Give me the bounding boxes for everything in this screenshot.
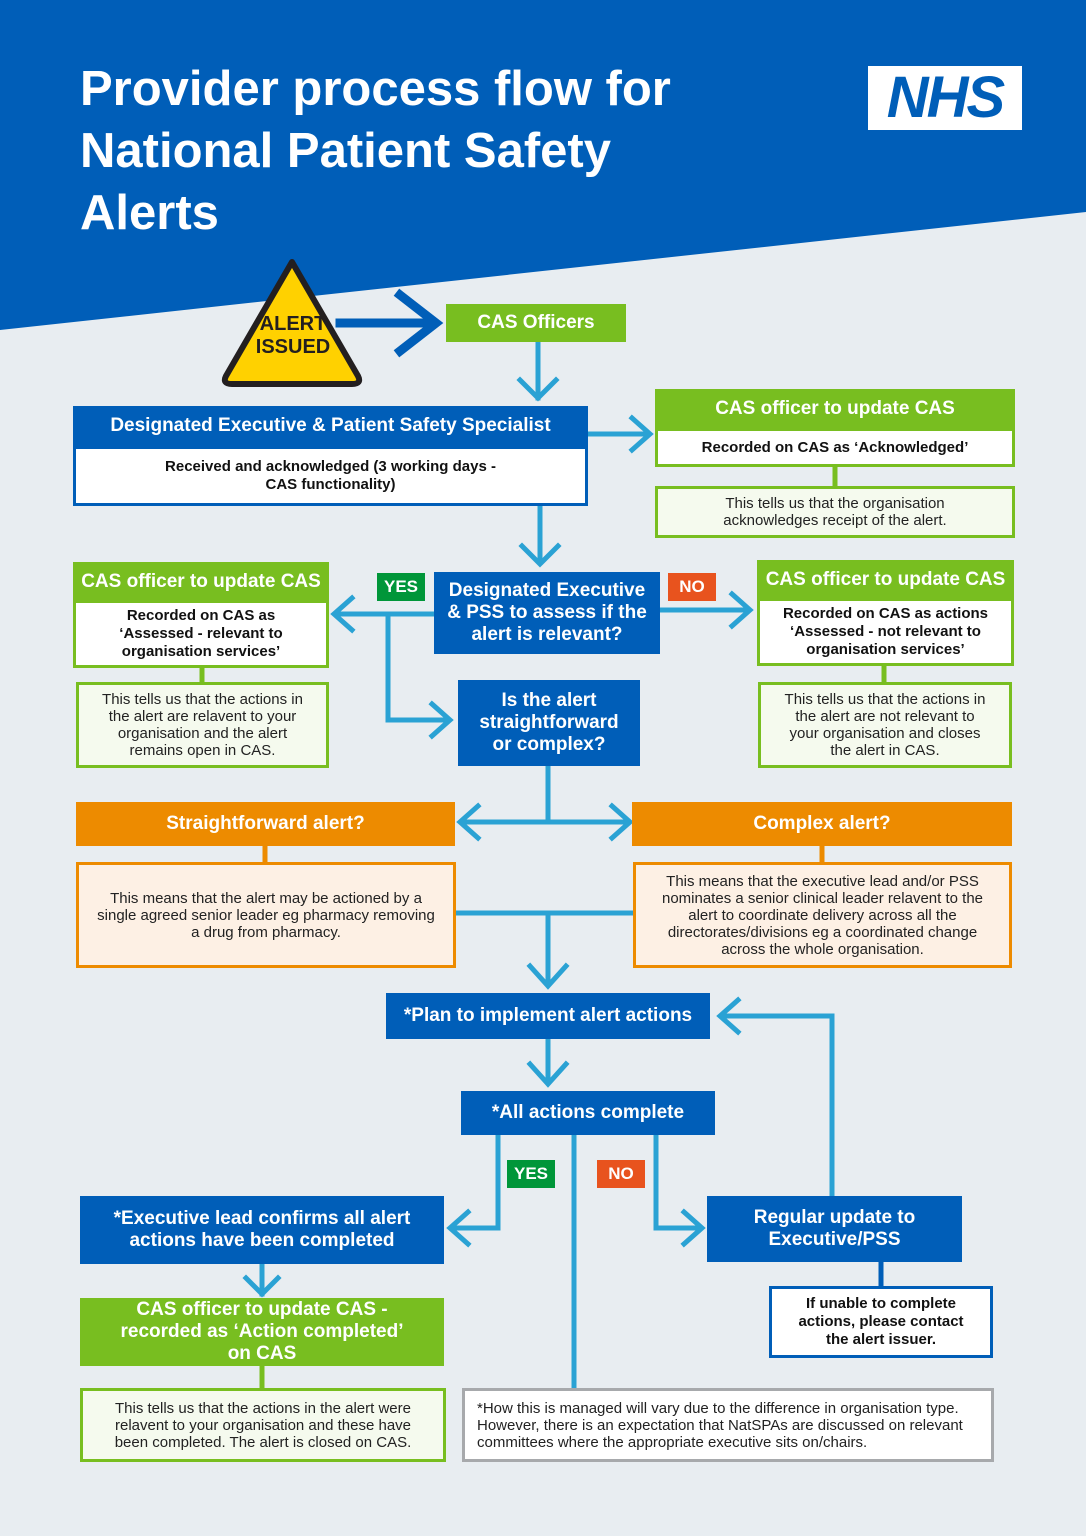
no-badge-1: NO: [668, 573, 716, 601]
alert-issued-line-1: ALERT: [259, 313, 327, 335]
nhs-logo-text: NHS: [886, 65, 1005, 130]
alert-issued-label: ALERT ISSUED: [238, 313, 348, 359]
arrow-complete-no: [653, 1133, 706, 1248]
designated-exec-body: Received and acknowledged (3 working day…: [73, 446, 588, 506]
nhs-logo: NHS: [868, 66, 1022, 130]
alert-issued-line-2: ISSUED: [255, 336, 331, 358]
relevant-title: CAS officer to update CAS: [73, 562, 329, 602]
arrow-complete-yes: [446, 1133, 501, 1248]
yes-badge-2: YES: [507, 1160, 555, 1188]
arrow-cas-down: [516, 339, 560, 402]
exec-confirms-box: *Executive lead confirms all alert actio…: [80, 1196, 444, 1264]
arrow-yes-left: [330, 594, 437, 634]
complex-note: This means that the executive lead and/o…: [633, 862, 1012, 968]
footnote: *How this is managed will vary due to th…: [462, 1388, 994, 1462]
arrow-yes-to-question: [385, 611, 454, 740]
cas-officers-box: CAS Officers: [446, 304, 626, 342]
relevant-body: Recorded on CAS as ‘Assessed - relevant …: [73, 600, 329, 668]
all-actions-complete-box: *All actions complete: [461, 1091, 715, 1135]
completed-note: This tells us that the actions in the al…: [80, 1388, 446, 1462]
ack-body: Recorded on CAS as ‘Acknowledged’: [655, 428, 1015, 467]
title-line-2: National Patient Safety: [80, 124, 611, 178]
arrow-plan-down: [526, 1037, 570, 1088]
straightforward-note: This means that the alert may be actione…: [76, 862, 456, 968]
unable-note: If unable to complete actions, please co…: [769, 1286, 993, 1358]
arrow-no-right: [657, 590, 754, 630]
assess-relevance-box: Designated Executive & PSS to assess if …: [434, 572, 660, 654]
arrow-exec-to-ack: [585, 414, 654, 454]
arrowhead-alert: [393, 288, 444, 358]
not-relevant-note: This tells us that the actions in the al…: [758, 682, 1012, 768]
not-relevant-title: CAS officer to update CAS: [757, 560, 1014, 600]
arrow-loop-back: [716, 996, 835, 1199]
arrow-split: [456, 763, 634, 842]
relevant-note: This tells us that the actions in the al…: [76, 682, 329, 768]
title-line-3: Alerts: [80, 186, 219, 240]
arrow-exec-down: [518, 503, 562, 568]
title-line-1: Provider process flow for: [80, 62, 671, 116]
arrow-exec-confirm-down: [242, 1261, 282, 1298]
arrow-merge-to-plan: [453, 910, 637, 990]
complex-title: Complex alert?: [632, 802, 1012, 846]
page-title: Provider process flow for National Patie…: [80, 58, 720, 244]
ack-title: CAS officer to update CAS: [655, 389, 1015, 429]
ack-note: This tells us that the organisation ackn…: [655, 486, 1015, 538]
not-relevant-body: Recorded on CAS as actions ‘Assessed - n…: [757, 598, 1014, 666]
designated-exec-title: Designated Executive & Patient Safety Sp…: [73, 406, 588, 446]
header-band: [0, 0, 1086, 330]
warning-triangle-icon: [221, 259, 363, 387]
plan-box: *Plan to implement alert actions: [386, 993, 710, 1039]
regular-update-box: Regular update to Executive/PSS: [707, 1196, 962, 1262]
straightforward-or-complex-box: Is the alert straightforward or complex?: [458, 680, 640, 766]
cas-completed-box: CAS officer to update CAS - recorded as …: [80, 1298, 444, 1366]
straightforward-title: Straightforward alert?: [76, 802, 455, 846]
yes-badge-1: YES: [377, 573, 425, 601]
no-badge-2: NO: [597, 1160, 645, 1188]
